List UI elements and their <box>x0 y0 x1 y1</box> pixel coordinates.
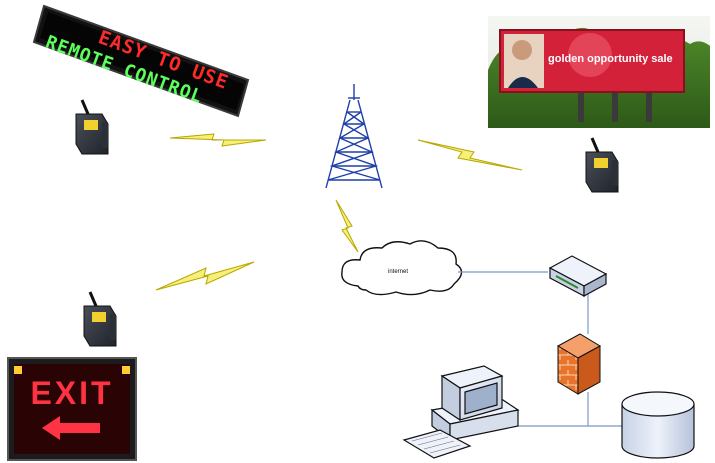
lightning-bolt-icon <box>155 261 255 291</box>
lightning-bolt-icon <box>169 133 267 147</box>
internet-cloud: internet <box>341 240 463 296</box>
exit-label: EXIT <box>30 375 113 411</box>
internet-label: internet <box>388 269 408 275</box>
lightning-bolt-icon <box>417 139 523 171</box>
lightning-bolt-icon <box>335 199 359 253</box>
cell-tower-icon <box>325 84 383 189</box>
led-sign: EASY TO USE REMOTE CONTROL <box>32 4 250 118</box>
network-switch-icon <box>548 255 608 298</box>
billboard-photo: golden opportunity sale <box>488 16 710 128</box>
gsm-modem-icon <box>585 137 619 193</box>
database-icon <box>621 391 695 459</box>
gsm-modem-icon <box>75 99 109 155</box>
exit-arrow-icon <box>42 416 100 440</box>
billboard-headline: golden opportunity sale <box>548 53 673 65</box>
exit-sign: EXIT <box>7 357 137 461</box>
gsm-modem-icon <box>83 291 117 347</box>
desktop-computer-icon <box>402 365 520 459</box>
firewall-icon <box>556 333 602 395</box>
network-links <box>458 271 622 427</box>
